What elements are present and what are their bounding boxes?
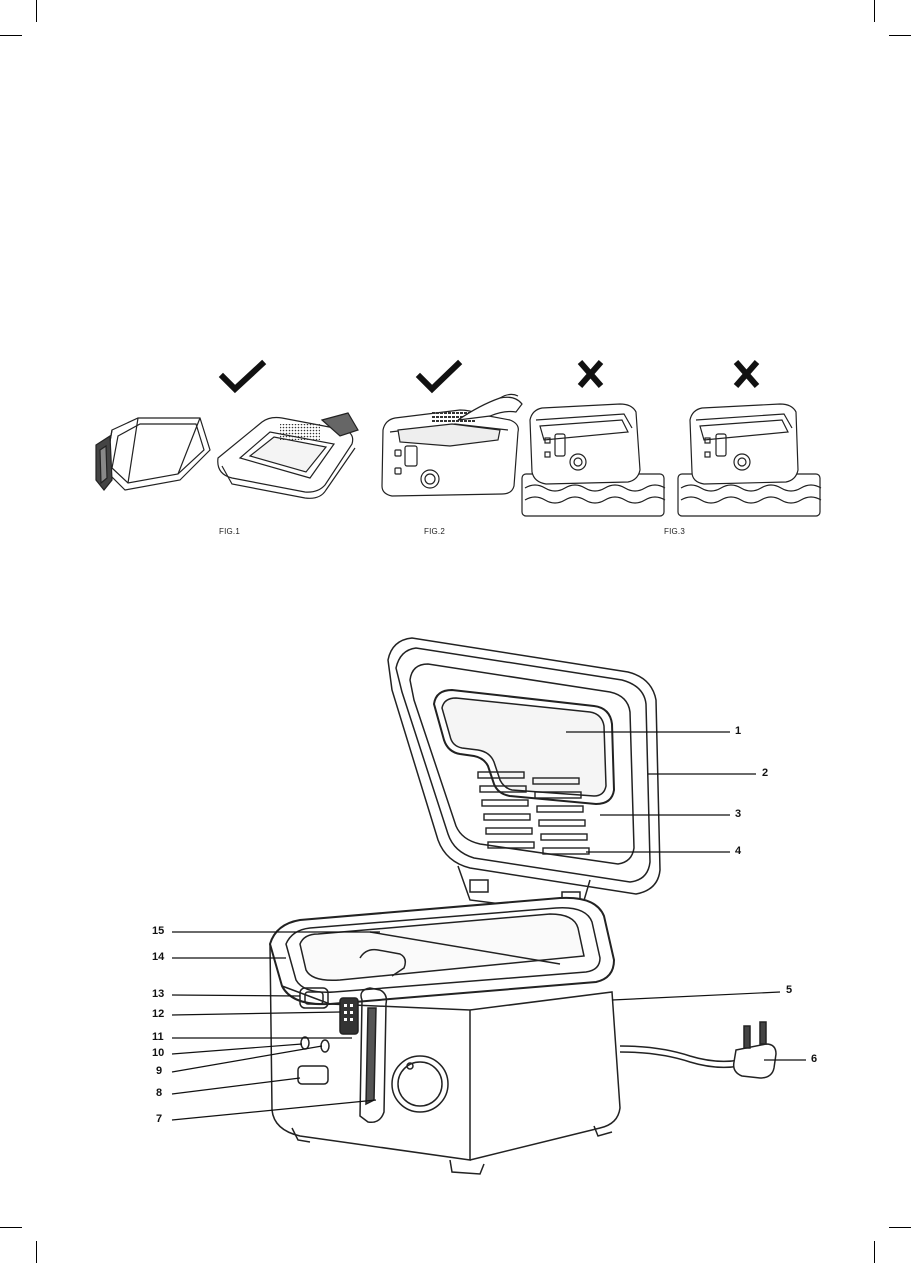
ready-light: [321, 1040, 329, 1052]
callout-8: 8: [156, 1087, 162, 1099]
callout-10: 10: [152, 1047, 164, 1059]
callout-5: 5: [786, 984, 792, 996]
timer-display: [340, 998, 358, 1034]
callout-11: 11: [152, 1031, 164, 1043]
callout-4: 4: [735, 845, 741, 857]
callout-9: 9: [156, 1065, 162, 1077]
callout-2: 2: [762, 767, 768, 779]
power-plug: [734, 1044, 776, 1078]
power-light: [301, 1037, 309, 1049]
lid-release-button: [298, 1066, 328, 1084]
callout-1: 1: [735, 725, 741, 737]
callout-13: 13: [152, 988, 164, 1000]
thermostat-knob: [392, 1056, 448, 1112]
callout-6: 6: [811, 1053, 817, 1065]
callout-7: 7: [156, 1113, 162, 1125]
callout-12: 12: [152, 1008, 164, 1020]
callout-14: 14: [152, 951, 164, 963]
callout-3: 3: [735, 808, 741, 820]
callout-15: 15: [152, 925, 164, 937]
